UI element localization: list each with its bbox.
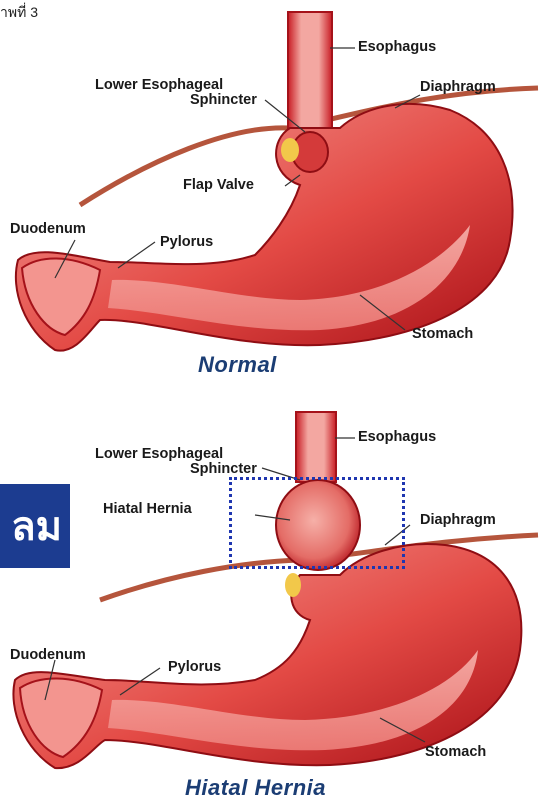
esophagus-normal xyxy=(288,12,332,132)
label-les-line1-hernia: Lower Esophageal xyxy=(95,447,223,462)
label-les-line1-normal: Lower Esophageal xyxy=(95,78,223,93)
label-les-line2-normal: Sphincter xyxy=(190,93,257,108)
normal-diagram xyxy=(16,12,538,351)
label-diaphragm-hernia: Diaphragm xyxy=(420,513,496,528)
label-pylorus-hernia: Pylorus xyxy=(168,660,221,675)
label-duodenum-normal: Duodenum xyxy=(10,222,86,237)
label-esophagus-hernia: Esophagus xyxy=(358,430,436,445)
caption-hernia: Hiatal Hernia xyxy=(185,775,326,801)
label-esophagus-normal: Esophagus xyxy=(358,40,436,55)
label-stomach-hernia: Stomach xyxy=(425,745,486,760)
esophagus-hernia xyxy=(296,412,336,482)
label-pylorus-normal: Pylorus xyxy=(160,235,213,250)
figure-number-text: าพที่ 3 xyxy=(0,2,38,24)
label-flap-valve: Flap Valve xyxy=(183,178,254,193)
fat-pad-hernia xyxy=(285,573,301,597)
hernia-diagram xyxy=(13,412,538,768)
label-duodenum-hernia: Duodenum xyxy=(10,648,86,663)
label-hiatal-hernia: Hiatal Hernia xyxy=(103,502,192,517)
caption-normal: Normal xyxy=(198,352,277,378)
side-caption-box: ลม xyxy=(0,484,70,568)
label-diaphragm-normal: Diaphragm xyxy=(420,80,496,95)
highlight-box xyxy=(229,477,405,569)
fat-pad-normal xyxy=(281,138,299,162)
label-les-line2-hernia: Sphincter xyxy=(190,462,257,477)
label-stomach-normal: Stomach xyxy=(412,327,473,342)
